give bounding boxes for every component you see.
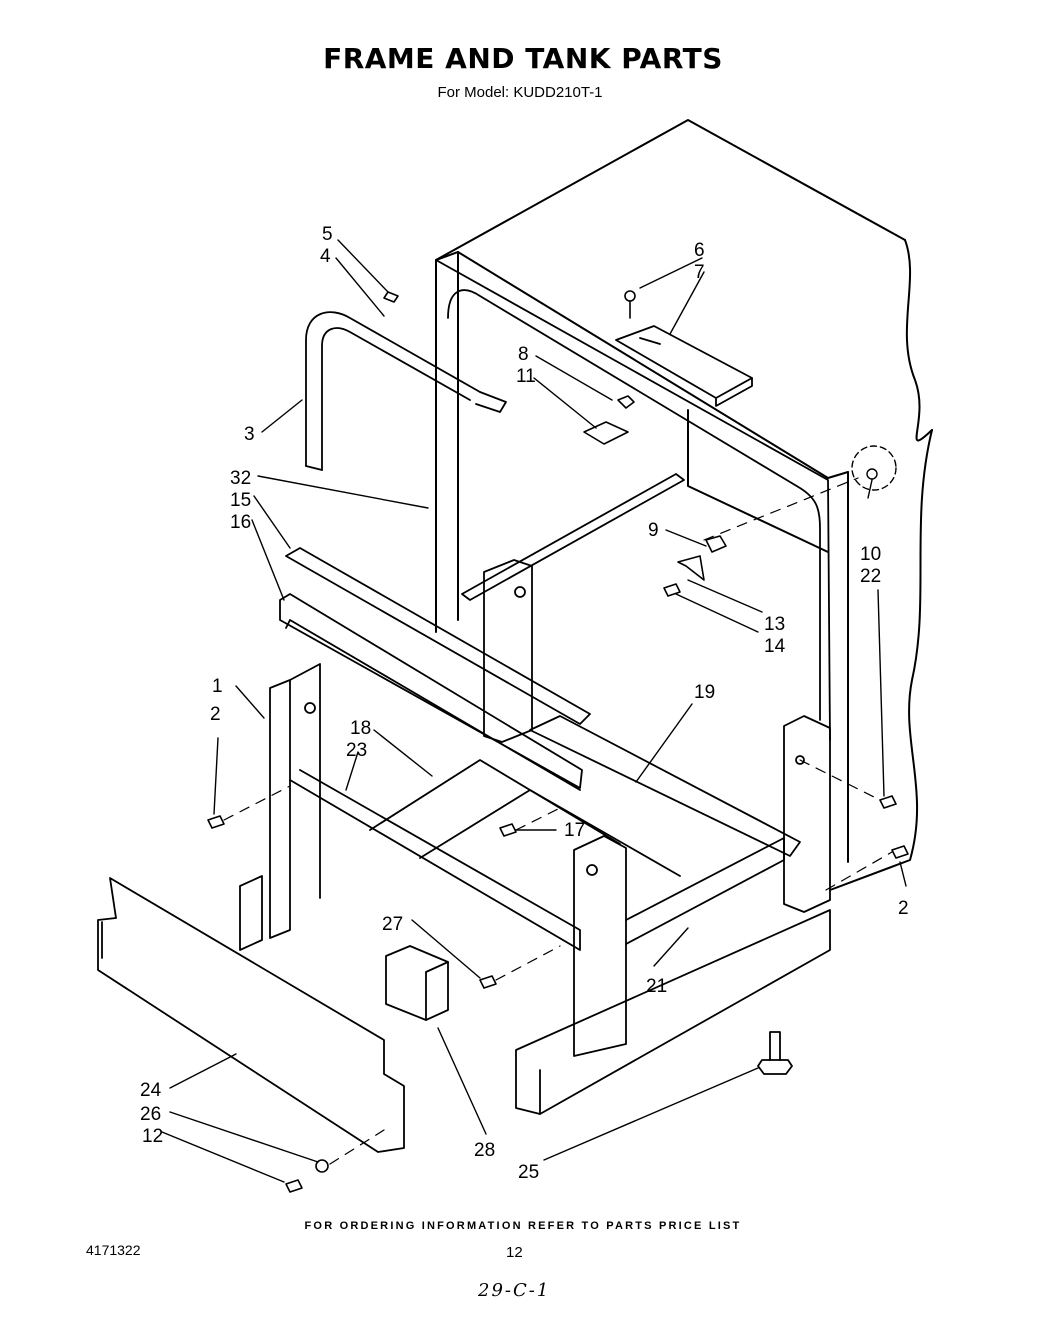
tank-front-rim (435, 259, 831, 741)
page-title: FRAME AND TANK PARTS (323, 42, 723, 75)
front-base-rail-21 (625, 837, 785, 945)
junction-box-28 (385, 945, 449, 1021)
callout-6: 6 (694, 240, 705, 261)
callout-23: 23 (346, 740, 367, 761)
callout-28: 28 (474, 1140, 495, 1161)
callout-27: 27 (382, 914, 403, 935)
bracket-13-icon (677, 555, 705, 581)
callout-26: 26 (140, 1104, 161, 1125)
callout-16: 16 (230, 512, 251, 533)
document-number: 4171322 (86, 1242, 141, 1258)
callout-3: 3 (244, 424, 255, 445)
ordering-note: FOR ORDERING INFORMATION REFER TO PARTS … (304, 1220, 742, 1232)
inner-rail (461, 473, 685, 601)
screw-2-right-icon (891, 845, 909, 859)
callout-21: 21 (646, 976, 667, 997)
frame-rail-15 (285, 547, 591, 725)
screw-12-icon (285, 1179, 303, 1193)
callout-7: 7 (694, 262, 705, 283)
callout-17: 17 (564, 820, 585, 841)
callout-10: 10 (860, 544, 881, 565)
hinge-trim-3 (305, 311, 507, 471)
clip-9-icon (705, 535, 727, 553)
tank-body (435, 119, 933, 891)
callout-19: 19 (694, 682, 715, 703)
right-rear-upright (783, 715, 831, 913)
dashed-alignment-lines (223, 477, 893, 1165)
handwritten-note: 29-C-1 (478, 1280, 551, 1301)
callout-labels: 5 4 6 7 8 11 3 32 15 16 9 10 22 13 14 1 … (140, 224, 909, 1183)
leveling-leg-25-icon (757, 1031, 793, 1075)
callout-15: 15 (230, 490, 251, 511)
callout-24: 24 (140, 1080, 162, 1101)
nut-26-icon (315, 1159, 329, 1173)
callout-11: 11 (516, 366, 536, 387)
callout-1: 1 (212, 676, 223, 697)
callout-12: 12 (142, 1126, 163, 1147)
front-panel-24 (97, 877, 405, 1153)
screw-2-left-icon (207, 815, 225, 829)
callout-9: 9 (648, 520, 659, 541)
clip-part-11 (583, 421, 629, 445)
cross-rail-19 (529, 715, 801, 857)
page-number: 12 (506, 1244, 523, 1261)
model-subtitle: For Model: KUDD210T-1 (437, 84, 603, 101)
callout-14: 14 (764, 636, 786, 657)
nut-part-8-icon (617, 395, 635, 409)
callout-2-right: 2 (898, 898, 909, 919)
callout-18: 18 (350, 718, 371, 739)
callout-32: 32 (230, 468, 251, 489)
callout-5: 5 (322, 224, 333, 245)
nut-10-icon (851, 445, 897, 491)
callout-22: 22 (860, 566, 881, 587)
base-plate (515, 909, 831, 1115)
callout-25: 25 (518, 1162, 539, 1183)
screw-17-icon (499, 823, 517, 837)
screw-6-icon (624, 290, 636, 319)
screw-27-icon (479, 975, 497, 989)
top-bracket (615, 325, 753, 407)
left-upright-1 (269, 663, 321, 939)
screw-5-icon (383, 291, 399, 303)
screw-22-icon (879, 795, 897, 809)
callout-2-left: 2 (210, 704, 221, 725)
screw-14-icon (663, 583, 681, 597)
callout-13: 13 (764, 614, 785, 635)
right-front-upright (573, 835, 627, 1057)
callout-8: 8 (518, 344, 529, 365)
leader-lines (161, 239, 907, 1183)
callout-4: 4 (320, 246, 331, 267)
base-frame-18 (239, 759, 681, 951)
